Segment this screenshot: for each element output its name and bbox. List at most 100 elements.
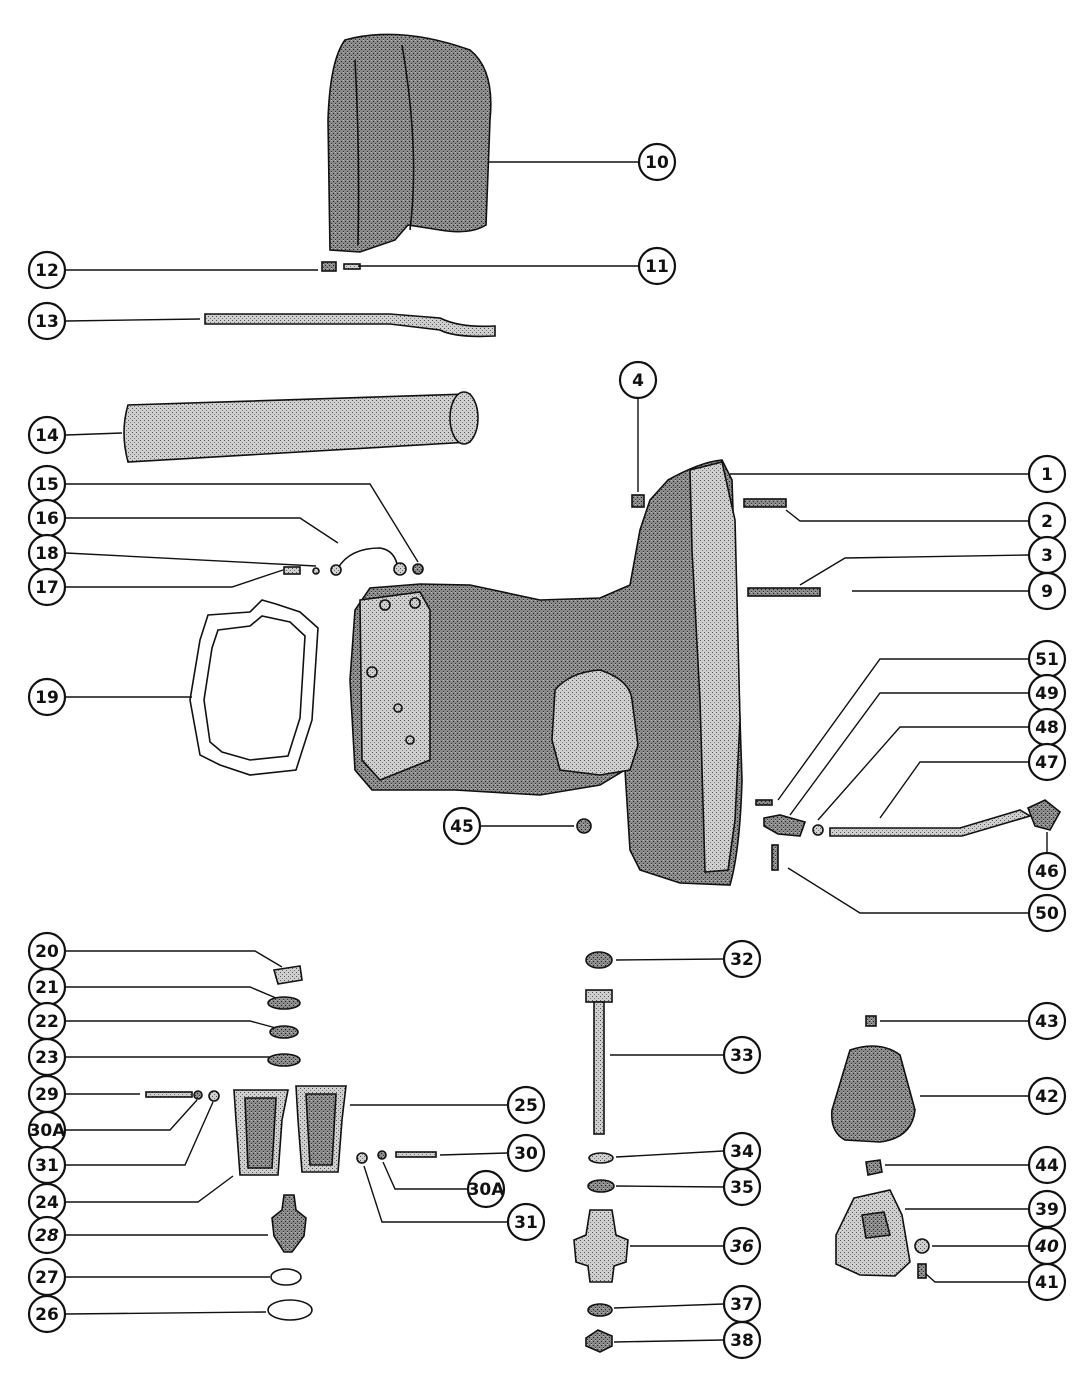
callout-number: 35: [730, 1178, 754, 1198]
leader-line-22: [66, 1020, 277, 1029]
leader-line-41: [925, 1273, 1028, 1283]
callout-number: 23: [35, 1048, 59, 1068]
callout-21: 21: [27, 967, 67, 1007]
callout-number: 48: [1035, 718, 1059, 738]
callout-circle: [506, 1202, 546, 1242]
callout-30A: 30A: [27, 1110, 67, 1150]
callout-number: 30: [514, 1144, 538, 1164]
callout-20: 20: [27, 931, 67, 971]
part-washer-37: [587, 1303, 613, 1317]
leader-line-20: [66, 950, 283, 968]
callout-32: 32: [722, 939, 762, 979]
callout-number: 32: [730, 950, 754, 970]
leader-line-38: [613, 1339, 724, 1343]
callout-2: 2: [1027, 501, 1067, 541]
callout-number: 28: [35, 1226, 59, 1246]
callout-circle: [1027, 454, 1067, 494]
leader-line-16: [66, 517, 339, 544]
leader-line-30: [439, 1152, 508, 1156]
callout-number: 9: [1041, 582, 1053, 602]
leader-line-2: [785, 509, 1028, 522]
callout-44: 44: [1027, 1145, 1067, 1185]
callout-47: 47: [1027, 742, 1067, 782]
callout-number: 29: [35, 1085, 59, 1105]
callout-27: 27: [27, 1257, 67, 1297]
callout-33: 33: [722, 1035, 762, 1075]
part-housing-halves: [233, 1085, 347, 1176]
leader-line-26: [65, 1311, 267, 1315]
callout-circle: [1027, 1262, 1067, 1302]
callout-circle: [722, 1320, 762, 1360]
part-nut-44: [865, 1159, 883, 1176]
part-nut-38: [585, 1329, 613, 1353]
part-exhaust-tube-14: [123, 391, 479, 463]
part-screw-30: [356, 1150, 437, 1164]
callout-12: 12: [27, 250, 67, 290]
callout-circle: [27, 250, 67, 290]
callout-number: 15: [35, 475, 59, 495]
callout-number: 31: [514, 1213, 538, 1233]
callout-number: 50: [1035, 904, 1059, 924]
leader-line-18: [65, 552, 317, 567]
callout-number: 30A: [468, 1180, 506, 1200]
part-driveshaft-housing-1: [349, 459, 743, 886]
callout-number: 30A: [29, 1121, 67, 1141]
callout-number: 19: [35, 688, 59, 708]
callout-49: 49: [1027, 673, 1067, 713]
callout-39: 39: [1027, 1189, 1067, 1229]
part-mount-36: [573, 1209, 629, 1283]
callout-circle: [1027, 1145, 1067, 1185]
leader-line-21: [66, 986, 277, 999]
part-fitting-28: [271, 1194, 307, 1253]
part-screw-41: [917, 1263, 927, 1279]
callout-42: 42: [1027, 1076, 1067, 1116]
callout-50: 50: [1027, 893, 1067, 933]
callout-1: 1: [1027, 454, 1067, 494]
leader-line-35: [615, 1185, 724, 1188]
callout-51: 51: [1027, 639, 1067, 679]
callout-circle: [27, 415, 67, 455]
callout-circle: [722, 939, 762, 979]
part-cover-42: [830, 1045, 916, 1143]
callout-number: 20: [35, 942, 59, 962]
callout-number: 51: [1035, 650, 1059, 670]
callout-circle: [27, 301, 67, 341]
callout-circle: [1027, 893, 1067, 933]
callout-number: 37: [730, 1295, 754, 1315]
callout-circle: [442, 806, 482, 846]
leader-line-34: [615, 1150, 724, 1158]
part-screw-29: [145, 1090, 220, 1102]
leader-line-31: [363, 1165, 507, 1223]
callout-number: 34: [730, 1142, 754, 1162]
callout-number: 26: [35, 1305, 59, 1325]
callout-number: 31: [35, 1156, 59, 1176]
leader-line-3: [799, 554, 1029, 586]
callout-40: 40: [1027, 1226, 1067, 1266]
leader-line-32: [615, 958, 724, 961]
callout-24: 24: [27, 1182, 67, 1222]
callout-number: 36: [730, 1237, 754, 1257]
part-exhaust-cover: [327, 33, 492, 253]
callout-15: 15: [27, 464, 67, 504]
callout-number: 14: [35, 426, 59, 446]
part-bolt-33: [585, 989, 613, 1135]
callout-number: 43: [1035, 1012, 1059, 1032]
callout-number: 11: [645, 257, 669, 277]
callout-circle: [637, 142, 677, 182]
callout-circle: [1027, 851, 1067, 891]
part-washer-35: [587, 1179, 615, 1193]
callout-number: 38: [730, 1331, 754, 1351]
callout-circle: [637, 246, 677, 286]
part-seals-20-23: [267, 965, 303, 1067]
callout-circle: [27, 1294, 67, 1334]
part-screw-11: [321, 261, 361, 272]
callout-number: 12: [35, 261, 59, 281]
callout-number: 40: [1034, 1237, 1059, 1257]
part-nut-4: [631, 494, 645, 508]
part-stud-9: [747, 587, 821, 597]
callout-26: 26: [27, 1294, 67, 1334]
callout-circle: [1027, 571, 1067, 611]
part-shift-linkage: [755, 799, 1062, 871]
callout-35: 35: [722, 1167, 762, 1207]
callout-number: 44: [1035, 1156, 1059, 1176]
